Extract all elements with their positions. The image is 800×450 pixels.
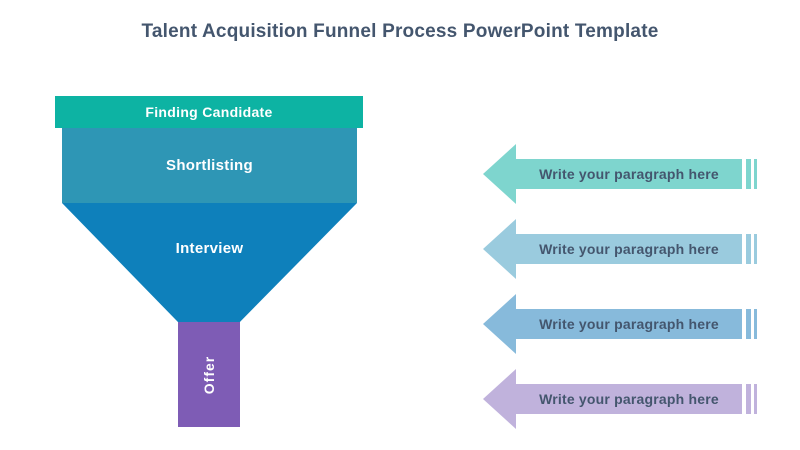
callout-arrow-1[interactable]: Write your paragraph here <box>483 144 757 204</box>
funnel-stage-interview[interactable]: Interview <box>62 203 357 322</box>
left-arrowhead-icon <box>483 294 516 354</box>
callout-body: Write your paragraph here <box>516 309 742 339</box>
callout-placeholder-text: Write your paragraph here <box>539 166 719 182</box>
accent-bar <box>746 159 751 189</box>
funnel-stage-label: Finding Candidate <box>145 104 273 120</box>
left-arrowhead-icon <box>483 219 516 279</box>
funnel-stage-label: Offer <box>200 355 217 394</box>
callout-arrow-4[interactable]: Write your paragraph here <box>483 369 757 429</box>
accent-bar <box>754 159 757 189</box>
funnel-stage-shortlisting[interactable]: Shortlisting <box>62 128 357 203</box>
left-arrowhead-icon <box>483 144 516 204</box>
accent-bar <box>746 384 751 414</box>
slide-title[interactable]: Talent Acquisition Funnel Process PowerP… <box>141 21 659 42</box>
accent-bar <box>746 309 751 339</box>
callout-body: Write your paragraph here <box>516 384 742 414</box>
funnel-stage-label: Shortlisting <box>166 157 253 174</box>
callout-placeholder-text: Write your paragraph here <box>539 241 719 257</box>
funnel-stage-label: Interview <box>175 240 244 257</box>
accent-bar <box>754 384 757 414</box>
callout-placeholder-text: Write your paragraph here <box>539 391 719 407</box>
accent-bar <box>754 309 757 339</box>
funnel-stage-offer[interactable]: Offer <box>178 322 240 427</box>
funnel-stage-finding-candidate[interactable]: Finding Candidate <box>55 96 363 128</box>
callout-placeholder-text: Write your paragraph here <box>539 316 719 332</box>
callout-body: Write your paragraph here <box>516 159 742 189</box>
callout-body: Write your paragraph here <box>516 234 742 264</box>
accent-bar <box>754 234 757 264</box>
left-arrowhead-icon <box>483 369 516 429</box>
accent-bar <box>746 234 751 264</box>
callout-arrow-3[interactable]: Write your paragraph here <box>483 294 757 354</box>
callout-arrow-2[interactable]: Write your paragraph here <box>483 219 757 279</box>
